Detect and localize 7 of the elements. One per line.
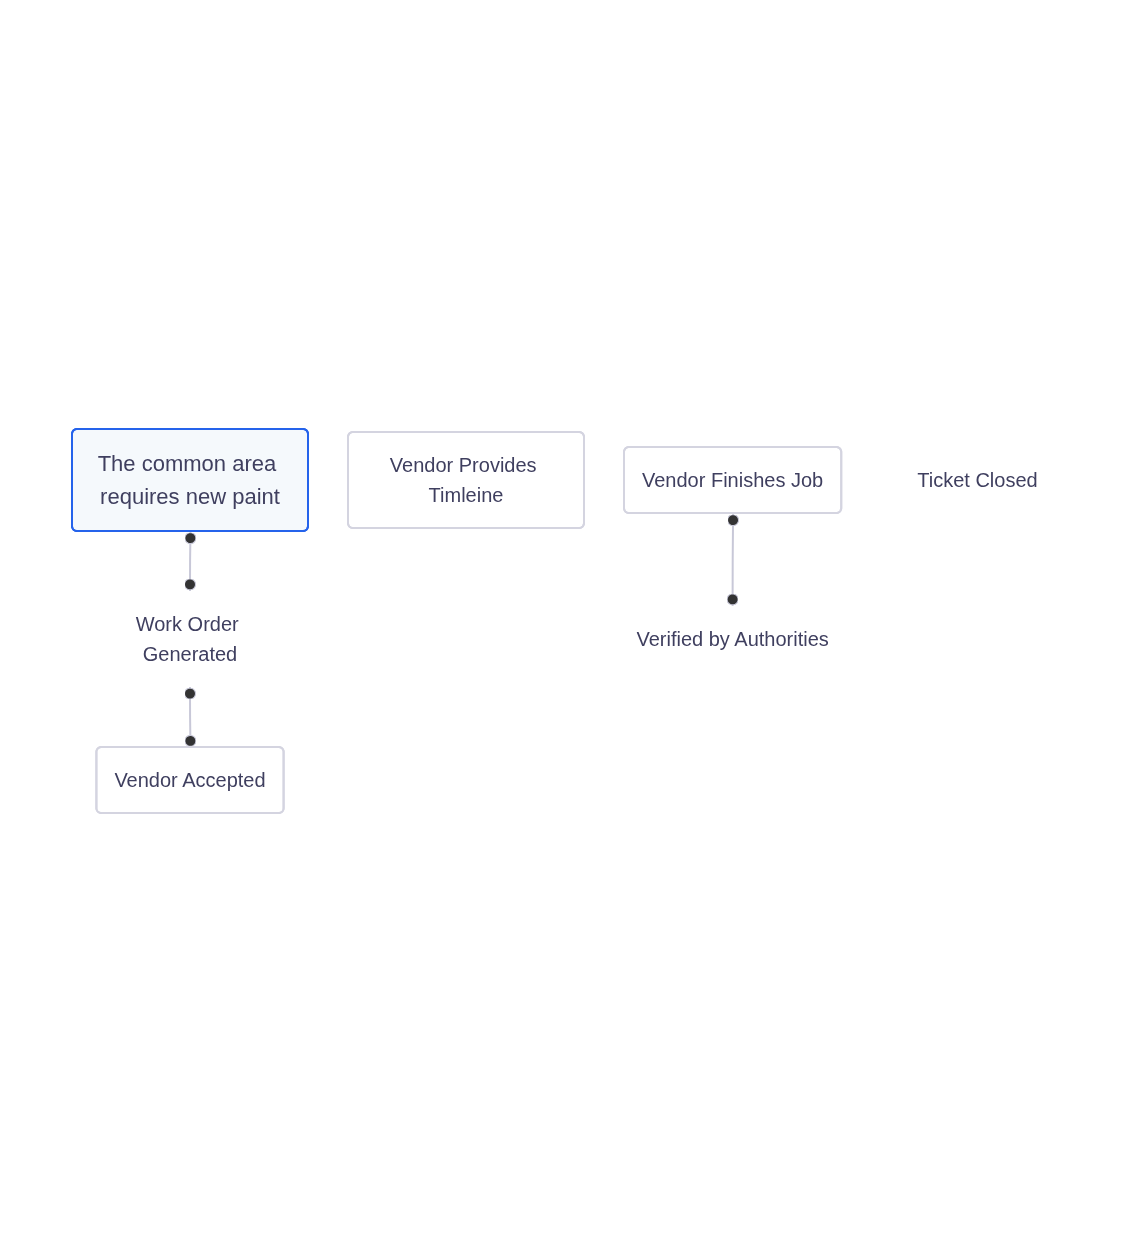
- node-text: Work Order Generated: [135, 613, 239, 665]
- connector: [184, 530, 197, 592]
- connector: [726, 512, 740, 607]
- node-text: Verified by Authorities: [636, 628, 829, 650]
- node-text: Ticket Closed: [917, 469, 1038, 491]
- node-text: Vendor Provides Timleine: [390, 454, 537, 506]
- connector: [184, 686, 197, 749]
